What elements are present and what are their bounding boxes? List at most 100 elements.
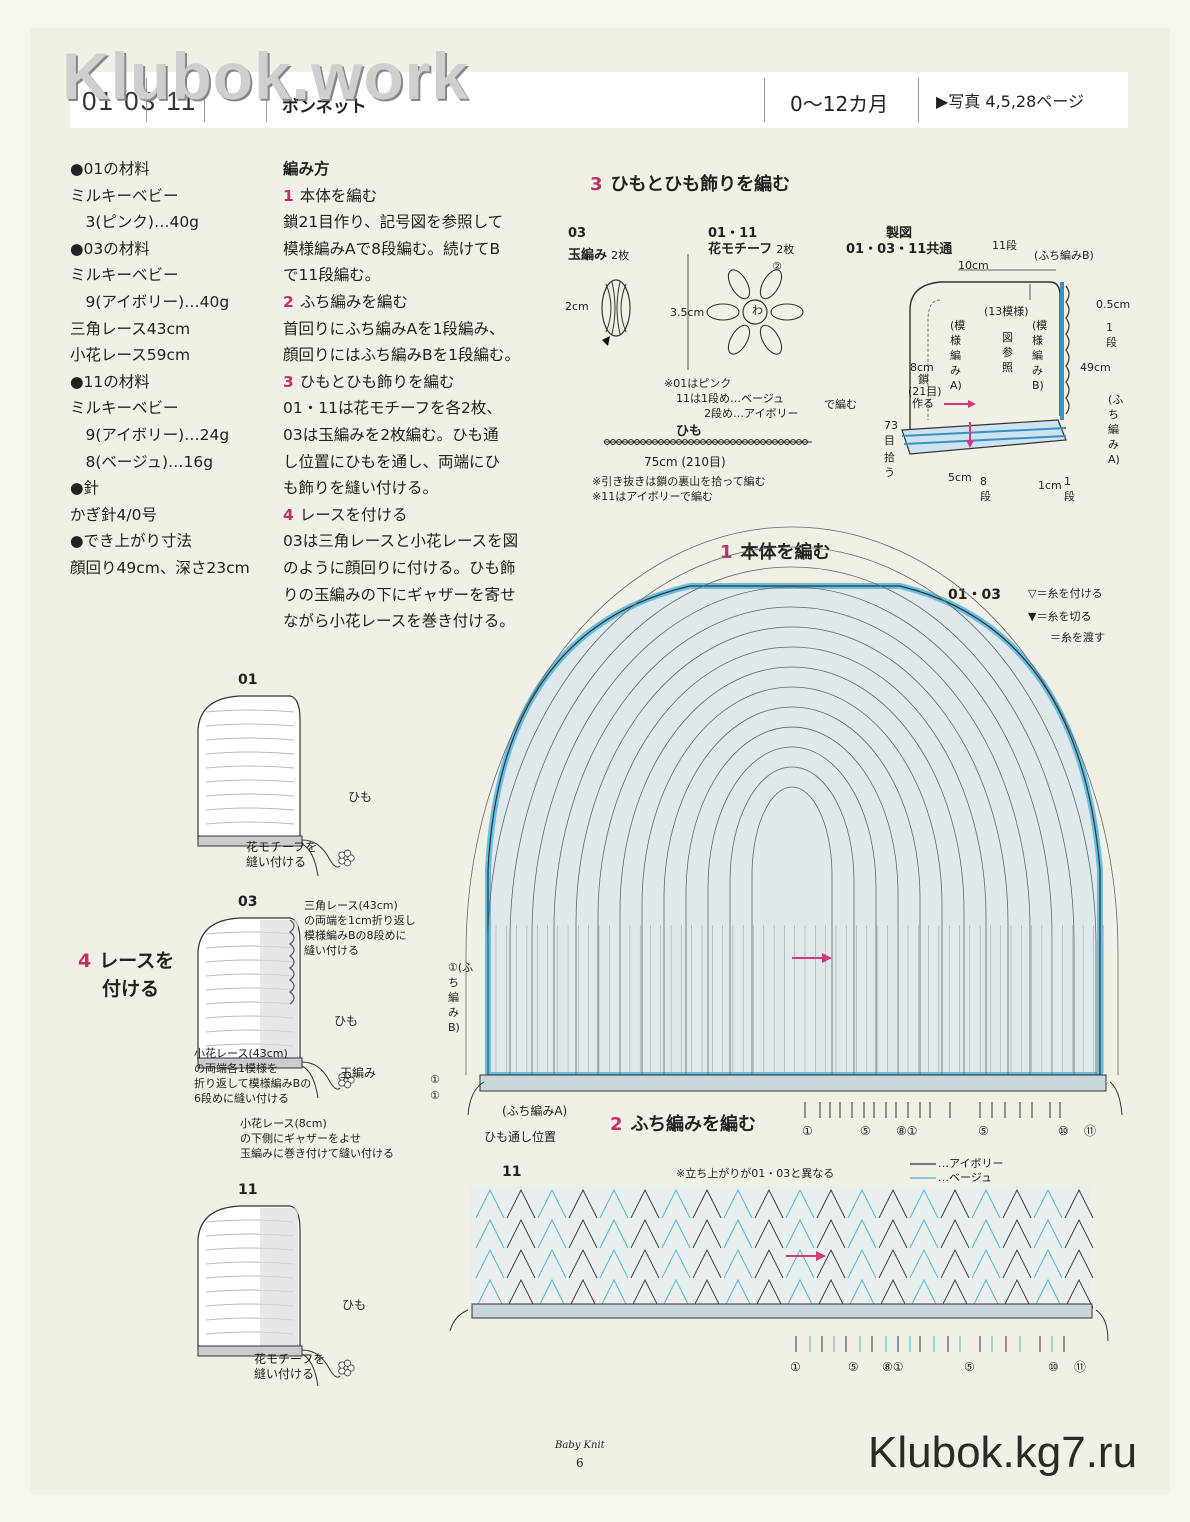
legend-beige: …ベージュ [938, 1171, 993, 1184]
method-title: 編み方 [283, 160, 330, 178]
magazine-name: Baby Knit [555, 1440, 605, 1451]
himo-size: 75cm (210目) [644, 455, 726, 469]
seizu-moyouA: (模様編みA) [950, 319, 966, 392]
row-marker-0: ① [430, 1073, 440, 1086]
method-steps: 1 本体を編む鎖21目作り、記号図を参照して模様編みAで8段編む。続けてB で11段… [283, 183, 533, 635]
seizu-moyouB: (模様編みB) [1032, 319, 1048, 392]
lace-tri-1: の両端を1cm折り返し [304, 914, 416, 927]
himo-note-0: ※引き抜きは鎖の裏山を拾って編む [592, 475, 766, 488]
row-number: ① [790, 1360, 801, 1374]
header-divider [204, 78, 205, 122]
flower-note: ※01はピンク 11は1段め…ベージュ 2段め…アイボリー [664, 376, 798, 421]
material-line: ●でき上がり寸法 [70, 532, 193, 551]
seizu-top-11: 11段 [992, 239, 1017, 252]
himo-diagram [603, 439, 812, 445]
step-body-line: 01・11は花モチーフを各2枚、 [283, 399, 502, 418]
bonnet11-id: 11 [238, 1182, 258, 1198]
legend-1: ▼＝糸を切る [1028, 610, 1092, 623]
row-number: ⑩ [1048, 1360, 1059, 1374]
section4-num: 4 [78, 950, 92, 972]
bonnet-01-illustration [197, 695, 355, 877]
lace-small8-note: 小花レース(8cm)の下側にギャザーをよせ玉編みに巻き付けて縫い付ける [240, 1116, 394, 1161]
material-line: ミルキーベビー [70, 266, 179, 285]
bonnet03-id: 03 [238, 894, 258, 910]
flower-text: 花モチーフ [708, 242, 773, 257]
materials-list: ●01の材料ミルキーベビー 3(ピンク)…40g●03の材料ミルキーベビー 9(… [70, 156, 250, 582]
flower-sew-1b: 縫い付ける [254, 1367, 315, 1381]
flower-note-1: 11は1段め…ベージュ [676, 392, 785, 405]
row-number: ⑩ [1058, 1124, 1069, 1138]
section1-left-label: ①(ふち編みB) [448, 961, 474, 1034]
row-number: ⑤ [860, 1124, 871, 1138]
row-number: ⑤ [964, 1360, 975, 1374]
section11-legend-lines [910, 1163, 936, 1179]
main-crochet-chart [465, 526, 1123, 1118]
pattern-numbers: 01 03 11 [82, 86, 198, 116]
section4-text1: レースを [99, 950, 175, 972]
seizu-left-73: 73目 [884, 419, 898, 447]
watermark-top: Klubok.work [62, 39, 470, 113]
step-body-line: 顔回りにはふち編みBを1段編む。 [283, 346, 521, 365]
himo-position: ひも通し位置 [484, 1130, 557, 1144]
material-line: ●針 [70, 479, 100, 498]
material-line: 9(アイボリー)…24g [70, 425, 230, 444]
flower-size: 3.5cm [670, 306, 705, 319]
seizu-label: 製図 [886, 226, 913, 241]
step-body-line: りの玉編みの下にギャザーを寄せ [283, 585, 516, 604]
legend: ▽＝糸を付ける ▼＝糸を切る ＝糸を渡す [1028, 586, 1105, 645]
header-divider [764, 78, 765, 122]
flower-note-suffix: で編む [824, 398, 857, 411]
seizu-one-dan-r: 1段 [1106, 321, 1117, 349]
step-body-line: 模様編みAで8段編む。続けてB [283, 239, 501, 258]
lace-tri-note: 三角レース(43cm)の両端を1cm折り返し模様編みBの8段めに縫い付ける [304, 898, 416, 958]
lace-small-2: 折り返して模様編みBの [194, 1077, 312, 1090]
step-body-line: も飾りを縫い付ける。 [283, 479, 439, 498]
bonnet11-flower: 花モチーフを縫い付ける [254, 1352, 325, 1382]
lace-small-0: 小花レース(43cm) [194, 1047, 288, 1060]
flower-note-0: ※01はピンク [664, 377, 732, 390]
header-bar [70, 72, 1128, 128]
header-divider [266, 78, 267, 122]
bonnet11-himo: ひも [342, 1298, 367, 1312]
row-number: ⑤ [848, 1360, 859, 1374]
row-number: ① [802, 1124, 813, 1138]
row-number: ⑪ [1074, 1360, 1087, 1374]
step-body-line: 鎖21目作り、記号図を参照して [283, 213, 504, 232]
step-body-line: し位置にひもを通し、両端にひ [283, 452, 501, 471]
row-number: ⑧① [896, 1124, 918, 1138]
method-column: 編み方 1 本体を編む鎖21目作り、記号図を参照して模様編みAで8段編む。続けてB… [283, 156, 533, 635]
material-line: 小花レース59cm [70, 346, 191, 365]
section2-num: 2 [610, 1114, 623, 1135]
section1-text: 本体を編む [740, 542, 831, 563]
section4-title2: 付ける [102, 978, 160, 1000]
legend-0: ▽＝糸を付ける [1028, 587, 1103, 600]
step-title: 本体を編む [299, 186, 378, 205]
lace-tri-2: 模様編みBの8段めに [304, 929, 407, 942]
flower-id: 01・11 [708, 226, 758, 241]
seizu-bottom-1dan: 1段 [1064, 475, 1075, 503]
section1-num: 1 [720, 542, 733, 563]
step-body-line: で11段編む。 [283, 266, 381, 285]
flower-note-2: 2段め…アイボリー [704, 407, 799, 420]
row-number: ⑧① [882, 1360, 904, 1374]
material-line: ミルキーベビー [70, 399, 179, 418]
seizu-moyou13: (13模様) [984, 305, 1029, 318]
fuchiA-label: (ふち編みA) [502, 1104, 568, 1118]
step-num: 1 [283, 186, 294, 205]
lace-small-1: の両端各1模様を [194, 1062, 278, 1075]
flower-sew-1: 縫い付ける [246, 855, 307, 869]
lace-tri-0: 三角レース(43cm) [304, 899, 398, 912]
flower-motif-diagram [687, 254, 804, 370]
seizu-diagram [901, 269, 1070, 455]
material-line: 3(ピンク)…40g [70, 213, 200, 232]
tamaami-size: 2cm [565, 300, 589, 313]
tamaami-diagram [601, 279, 631, 346]
step-body-line: のように顔回りに付ける。ひも飾 [283, 558, 516, 577]
flower-center: わ [752, 304, 763, 317]
step-body-line: 03は三角レースと小花レースを図 [283, 532, 519, 551]
section11-crochet-chart [449, 1186, 1109, 1352]
